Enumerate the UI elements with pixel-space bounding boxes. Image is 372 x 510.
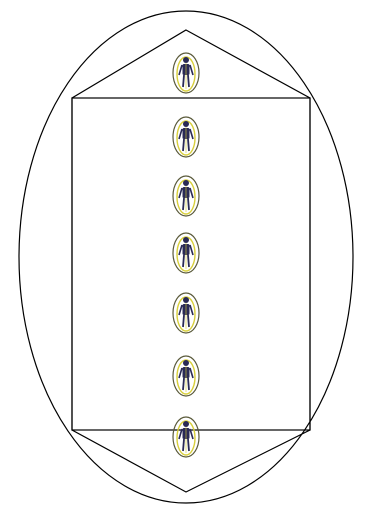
human-figure-in-oval-icon [173, 293, 199, 333]
inner-rectangle [72, 98, 310, 430]
human-figure-in-oval-icon [173, 53, 199, 93]
human-figure-in-oval-icon [173, 117, 199, 157]
human-figure-in-oval-icon [173, 176, 199, 216]
hexagon-outline [72, 30, 310, 492]
figure-column [173, 53, 199, 457]
human-figure-in-oval-icon [173, 417, 199, 457]
human-figure-in-oval-icon [173, 233, 199, 273]
human-figure-in-oval-icon [173, 356, 199, 396]
